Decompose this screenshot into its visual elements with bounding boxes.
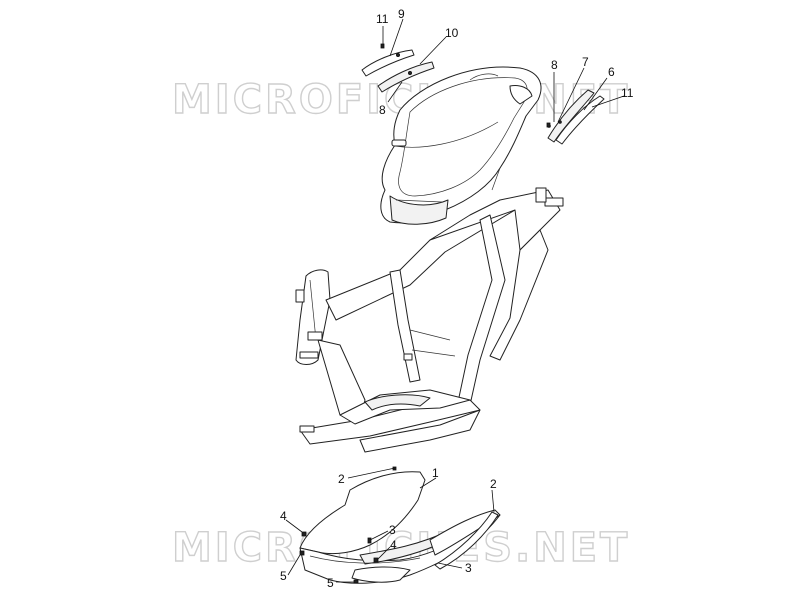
side-strip [434, 511, 499, 570]
callout-3-mid: 3 [389, 523, 396, 537]
callout-11-right: 11 [621, 86, 634, 100]
callout-2-right: 2 [490, 477, 497, 491]
callout-4-left: 4 [280, 509, 287, 523]
callout-4-mid: 4 [390, 538, 397, 552]
callout-1: 1 [432, 466, 439, 480]
callout-5-bottom: 5 [327, 576, 334, 590]
side-trim [547, 89, 605, 145]
callout-2-left: 2 [338, 472, 345, 486]
footboard-panel [299, 471, 501, 584]
callout-8-right: 8 [551, 58, 558, 72]
trim-10 [377, 61, 435, 93]
callout-6: 6 [608, 65, 615, 79]
callout-8-left: 8 [379, 103, 386, 117]
leader-lines [285, 18, 625, 583]
watermark-bottom: MICROFICHES.NET [172, 525, 630, 571]
callout-10: 10 [445, 26, 459, 40]
callout-5-left: 5 [280, 569, 287, 583]
callout-11-top-left: 11 [376, 12, 389, 26]
front-shield [380, 66, 542, 225]
callouts: 11 9 10 8 8 7 6 11 2 1 2 4 3 4 5 3 5 [280, 7, 634, 590]
callout-3-right: 3 [465, 561, 472, 575]
callout-7: 7 [582, 55, 589, 69]
trim-9 [361, 49, 415, 77]
callout-9: 9 [398, 7, 405, 21]
scooter-frame [295, 187, 564, 453]
